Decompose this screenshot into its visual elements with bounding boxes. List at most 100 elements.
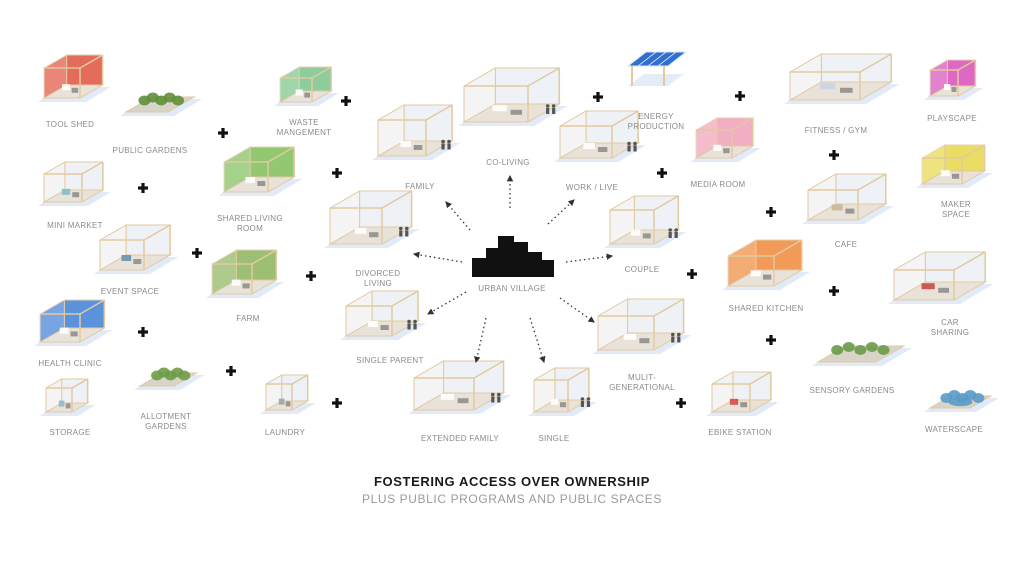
divorced-living-room-icon	[324, 190, 420, 248]
plus-sign-4	[192, 248, 202, 258]
arrow-4	[565, 253, 614, 263]
plus-signs	[138, 91, 839, 408]
diagram-subtitle: PLUS PUBLIC PROGRAMS AND PUBLIC SPACES	[362, 492, 662, 506]
plus-sign-9	[593, 92, 603, 102]
housing-extended-family-label: EXTENDED FAMILY	[420, 434, 500, 443]
housing-multi-generational-label: MULIT- GENERATIONAL	[609, 373, 675, 392]
plus-sign-11	[657, 168, 667, 178]
ebike-station-room-icon	[706, 371, 779, 416]
program-waste-management-label: WASTE MANGEMENT	[276, 118, 332, 137]
co-living-room-icon	[458, 67, 568, 126]
program-storage-label: STORAGE	[49, 428, 91, 437]
program-sensory-gardens-label: SENSORY GARDENS	[809, 386, 895, 395]
program-laundry-label: LAUNDRY	[264, 428, 306, 437]
program-playscape-label: PLAYSCAPE	[927, 114, 977, 123]
solar-panel-icon	[626, 51, 688, 86]
health-clinic-room-icon	[34, 299, 113, 346]
co-living-people-icon	[545, 104, 556, 114]
plus-sign-13	[766, 207, 776, 217]
allotment-gardens-landscape-icon	[134, 367, 205, 390]
program-farm-label: FARM	[236, 314, 260, 323]
extended-family-people-icon	[490, 392, 501, 403]
playscape-room-icon	[924, 59, 984, 100]
program-mini-market-label: MINI MARKET	[47, 221, 103, 230]
arrow-6	[559, 297, 595, 323]
housing-family-label: FAMILY	[405, 182, 435, 191]
public-gardens-landscape-icon	[120, 92, 203, 116]
multi-generational-people-icon	[670, 332, 681, 343]
media-room-room-icon	[690, 117, 761, 162]
plus-sign-7	[226, 366, 236, 376]
housing-co-living-label: CO-LIVING	[486, 158, 530, 167]
event-space-room-icon	[94, 224, 179, 274]
program-energy-production-label: ENERGY PRODUCTION	[627, 112, 685, 131]
shared-kitchen-room-icon	[722, 239, 810, 290]
cafe-room-icon	[802, 173, 894, 224]
work-live-people-icon	[627, 141, 637, 152]
single-room-icon	[528, 367, 597, 416]
village-block-2	[498, 236, 514, 272]
program-cafe-label: CAFE	[834, 240, 858, 249]
housing-single-parent-label: SINGLE PARENT	[356, 356, 424, 365]
mini-market-room-icon	[38, 161, 111, 206]
plus-sign-0	[218, 128, 228, 138]
village-block-1	[486, 248, 498, 272]
arrow-7	[474, 317, 487, 364]
village-block-3	[514, 242, 528, 272]
village-block-4	[528, 252, 542, 272]
connection-arrows	[412, 174, 614, 364]
storage-room-icon	[40, 378, 96, 416]
plus-sign-3	[332, 168, 342, 178]
plus-sign-17	[676, 398, 686, 408]
couple-room-icon	[604, 195, 687, 248]
urban-village-icon	[472, 236, 554, 277]
family-room-icon	[372, 104, 461, 160]
program-maker-space-label: MAKER SPACE	[941, 200, 971, 219]
housing-divorced-living-label: DIVORCED LIVING	[355, 269, 401, 288]
program-tool-shed-label: TOOL SHED	[45, 120, 95, 129]
shared-living-room-room-icon	[218, 146, 303, 196]
family-people-icon	[441, 139, 451, 150]
village-block-0	[472, 258, 486, 272]
housing-single-label: SINGLE	[538, 434, 570, 443]
plus-sign-8	[332, 398, 342, 408]
single-parent-people-icon	[407, 319, 417, 330]
room-illustrations	[34, 51, 999, 416]
couple-people-icon	[668, 228, 678, 238]
waterscape-landscape-icon	[924, 390, 999, 412]
program-event-space-label: EVENT SPACE	[100, 287, 160, 296]
program-public-gardens-label: PUBLIC GARDENS	[112, 146, 188, 155]
plus-sign-14	[687, 269, 697, 279]
sensory-gardens-landscape-icon	[812, 342, 912, 366]
farm-room-icon	[206, 249, 285, 298]
arrow-0	[445, 201, 471, 231]
program-shared-kitchen-label: SHARED KITCHEN	[728, 304, 804, 313]
waste-management-room-icon	[274, 66, 340, 106]
urban-village-label: URBAN VILLAGE	[478, 284, 546, 293]
program-ebike-station-label: EBIKE STATION	[708, 428, 772, 437]
program-allotment-gardens-label: ALLOTMENT GARDENS	[140, 412, 192, 431]
tool-shed-room-icon	[38, 54, 111, 102]
plus-sign-12	[829, 150, 839, 160]
housing-couple-label: COUPLE	[624, 265, 660, 274]
plus-sign-1	[341, 96, 351, 106]
program-waterscape-label: WATERSCAPE	[924, 425, 984, 434]
program-media-room-label: MEDIA ROOM	[690, 180, 746, 189]
plus-sign-6	[138, 327, 148, 337]
village-block-5	[542, 260, 554, 272]
multi-generational-room-icon	[592, 298, 692, 354]
arrow-5	[427, 291, 467, 315]
program-fitness-gym-label: FITNESS / GYM	[804, 126, 868, 135]
diagram-title: FOSTERING ACCESS OVER OWNERSHIP	[374, 474, 650, 489]
plus-sign-15	[829, 286, 839, 296]
arrow-8	[529, 317, 546, 364]
plus-sign-10	[735, 91, 745, 101]
divorced-living-people-icon	[398, 226, 409, 237]
maker-space-room-icon	[916, 144, 993, 188]
housing-work-live-label: WORK / LIVE	[565, 183, 619, 192]
laundry-room-icon	[260, 374, 316, 414]
plus-sign-5	[306, 271, 316, 281]
program-car-sharing-label: CAR SHARING	[930, 318, 970, 337]
car-sharing-room-icon	[888, 251, 994, 304]
